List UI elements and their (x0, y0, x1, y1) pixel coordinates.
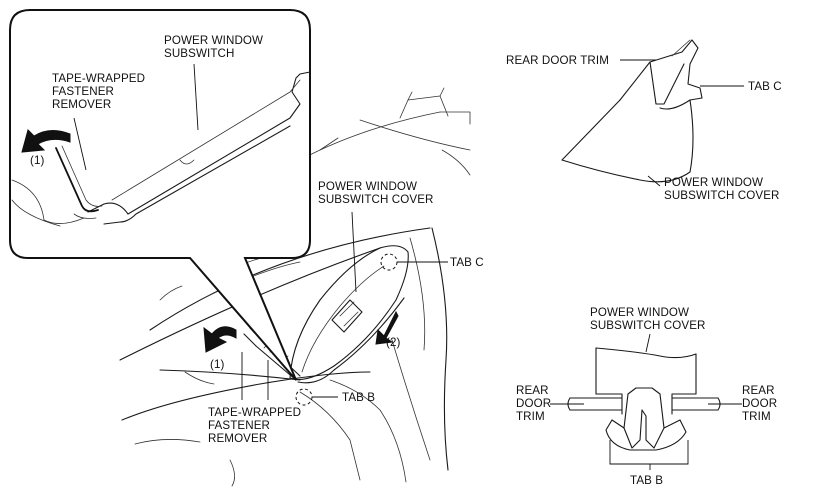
callout-tool-line1: TAPE-WRAPPED (52, 72, 146, 85)
tab-c-label: TAB C (450, 256, 484, 269)
callout-drawing (11, 71, 311, 227)
tab-b-bracket (609, 440, 689, 470)
detail-b-tab-label: TAB B (630, 474, 664, 487)
cover-leader (351, 211, 357, 293)
detail-c-cover-line2: SUBSWITCH COVER (664, 189, 780, 202)
detail-c-cover-line1: POWER WINDOW (664, 176, 764, 189)
cover-label-line1: POWER WINDOW (318, 180, 418, 193)
tab-c-detail-drawing (561, 39, 703, 183)
detail-c-trim-label: REAR DOOR TRIM (506, 54, 609, 67)
callout-subswitch-leader (193, 63, 199, 131)
tab-c-cover-leader (647, 175, 661, 187)
detail-b-left-line2: DOOR (516, 397, 552, 410)
tool-label-line2: FASTENER (208, 419, 271, 432)
tab-b-detail-drawing (567, 347, 721, 451)
callout-tool-line3: REMOVER (52, 98, 112, 111)
cover-label-line2: SUBSWITCH COVER (318, 193, 434, 206)
callout-subswitch-line1: POWER WINDOW (164, 34, 264, 47)
callout-tool-leader (73, 117, 87, 171)
tool-label-line1: TAPE-WRAPPED (208, 406, 302, 419)
step-2-label: (2) (386, 336, 401, 349)
detail-b-cover-line1: POWER WINDOW (590, 306, 690, 319)
step-1-label: (1) (210, 358, 225, 371)
detail-c-tab-label: TAB C (748, 80, 782, 93)
detail-b-right-line2: DOOR (742, 397, 778, 410)
tool-label-line3: REMOVER (208, 432, 268, 445)
detail-b-cover-line2: SUBSWITCH COVER (590, 319, 706, 332)
tab-b-cover-leader (645, 333, 651, 353)
tab-b-label: TAB B (342, 391, 376, 404)
detail-b-right-line1: REAR (742, 384, 775, 397)
detail-b-left-line1: REAR (516, 384, 549, 397)
rotate-arrow-icon (203, 326, 237, 353)
callout-tool-line2: FASTENER (52, 85, 115, 98)
tab-b-marker (295, 388, 313, 406)
callout-subswitch-line2: SUBSWITCH (164, 47, 235, 60)
detail-b-left-line3: TRIM (516, 410, 545, 423)
callout-step-label: (1) (30, 154, 45, 167)
slide-arrow-icon (375, 310, 399, 345)
detail-b-right-line3: TRIM (742, 410, 771, 423)
tab-c-marker (380, 253, 398, 271)
